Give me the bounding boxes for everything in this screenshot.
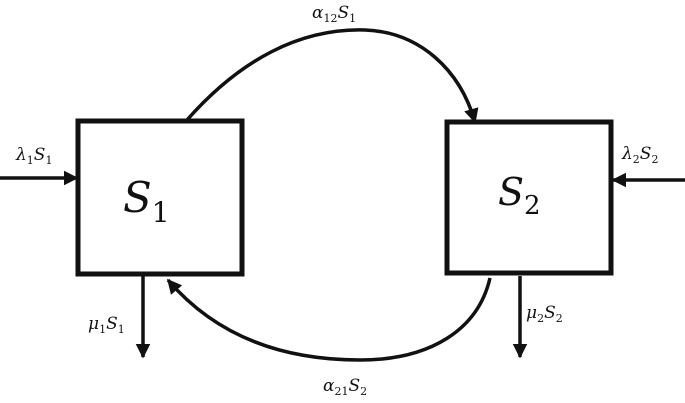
flow-label-alpha12: α12S1 — [312, 3, 356, 25]
flow-label-lambda2: λ2S2 — [621, 144, 658, 166]
flow-label-alpha21: α21S2 — [323, 376, 367, 398]
flow-label-mu2: μ2S2 — [526, 303, 563, 325]
compartment-s1-label: S1 — [123, 173, 170, 229]
flow-label-lambda1: λ1S1 — [15, 145, 52, 167]
compartment-s2-label: S2 — [498, 170, 541, 221]
transfer-arrow-s2-to-s1 — [166, 277, 492, 362]
flow-label-mu1: μ1S1 — [88, 314, 125, 336]
compartment-s1-box — [75, 118, 245, 277]
transfer-arrow-s1-to-s2 — [185, 28, 479, 124]
compartment-s2-box — [444, 119, 614, 276]
